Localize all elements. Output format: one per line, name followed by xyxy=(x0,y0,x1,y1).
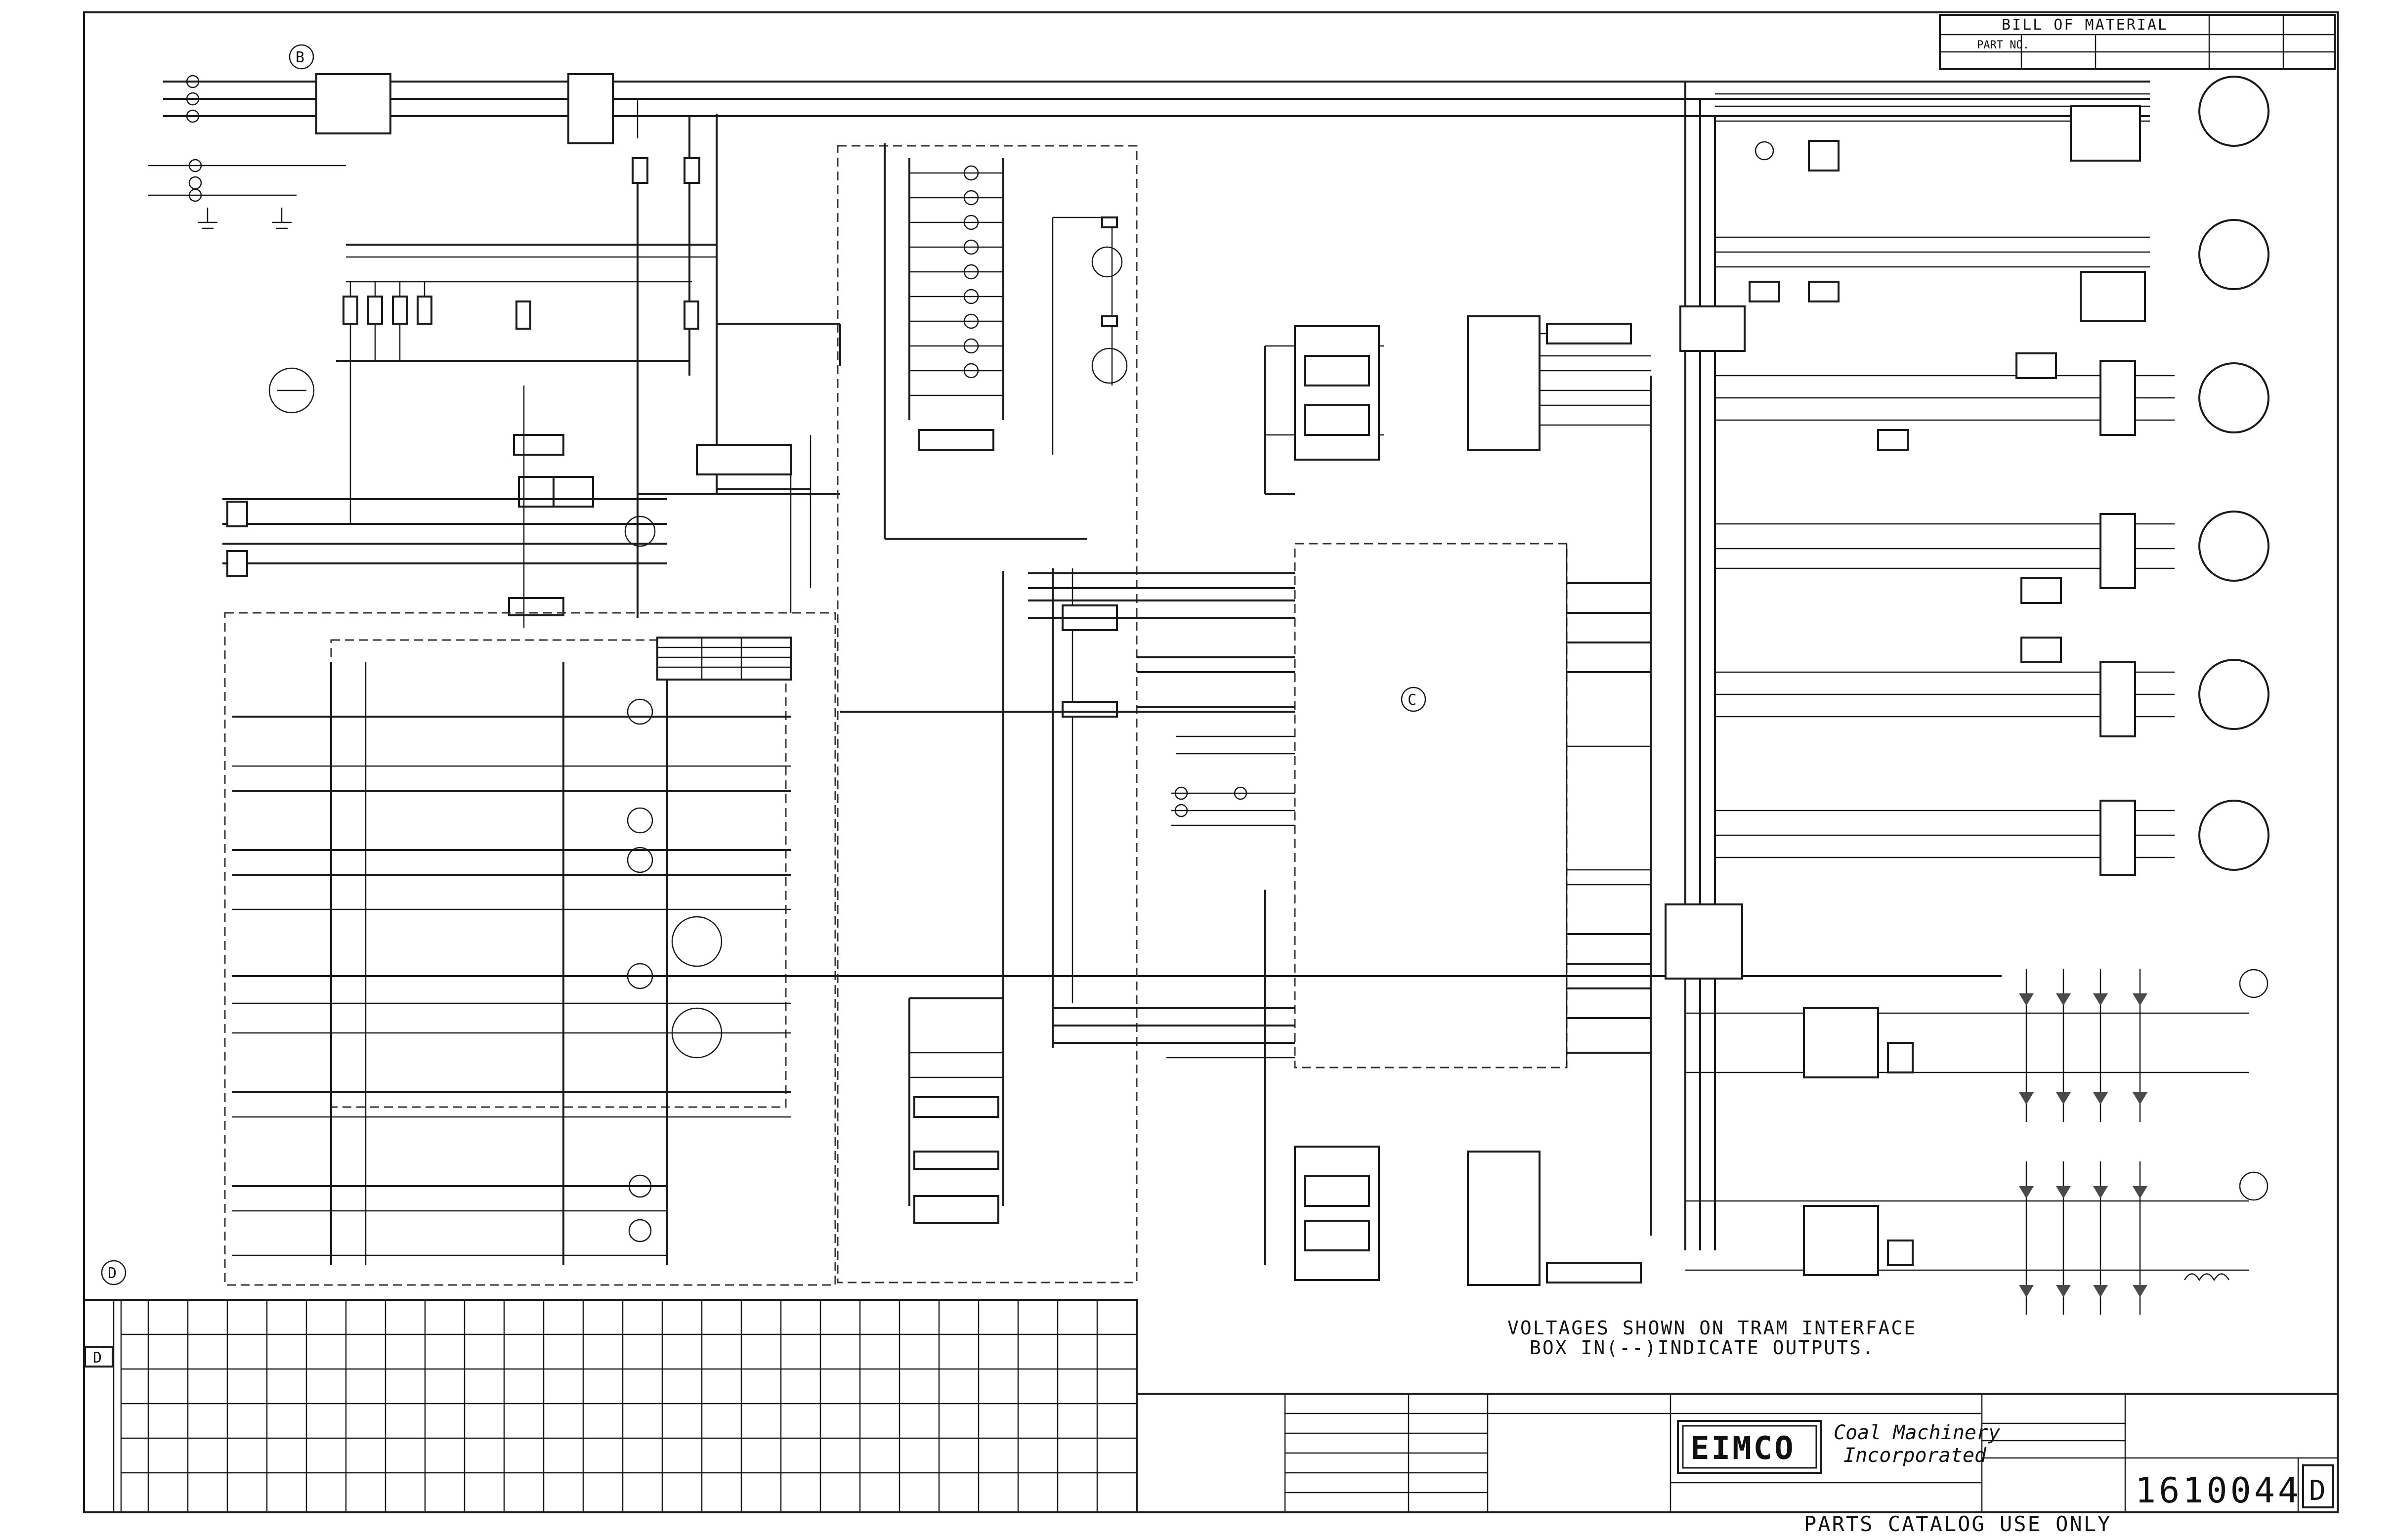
voltage-note-line1: VOLTAGES SHOWN ON TRAM INTERFACE xyxy=(1507,1317,1917,1339)
control-section-top xyxy=(222,99,841,628)
relay-stack xyxy=(884,143,1128,1224)
tram-interface-box xyxy=(1294,543,1568,1069)
title-block: EIMCO Coal Machinery Incorporated 161004… xyxy=(1136,1393,2339,1513)
motor-2 xyxy=(2198,219,2270,290)
marker-b-circle xyxy=(289,44,314,70)
traction-motor-1 xyxy=(2239,969,2269,998)
marker-c-circle xyxy=(1401,686,1426,712)
motor-5 xyxy=(2198,659,2270,730)
main-power-buses xyxy=(148,73,2150,229)
marker-b: B xyxy=(296,49,304,66)
marker-d: D xyxy=(108,1265,117,1282)
revision-table: D xyxy=(83,1299,1138,1513)
bom-title: BILL OF MATERIAL xyxy=(2002,16,2168,34)
motor-4 xyxy=(2198,511,2270,582)
parts-catalog-notice: PARTS CATALOG USE ONLY xyxy=(1804,1512,2111,1536)
eimco-logo: EIMCO xyxy=(1690,1430,1796,1467)
relay-panel-dashed xyxy=(837,145,1138,1283)
control-ladder xyxy=(232,637,2002,1265)
tram-interface-wiring xyxy=(840,315,1652,1286)
company-name-1: Coal Machinery xyxy=(1834,1421,2000,1444)
motor-1 xyxy=(2198,76,2270,147)
bill-of-material: BILL OF MATERIAL PART NO. xyxy=(1939,14,2336,70)
title-block-revision: D xyxy=(2309,1475,2326,1507)
company-name-2: Incorporated xyxy=(1843,1444,1987,1467)
marker-d-circle xyxy=(101,1260,127,1285)
marker-c: C xyxy=(1408,691,1416,709)
motor-feeders xyxy=(1665,76,2270,1315)
voltage-note-line2: BOX IN(--)INDICATE OUTPUTS. xyxy=(1530,1337,1875,1359)
drawing-number: 1610044 xyxy=(2135,1470,2302,1511)
bom-part-no-label: PART NO. xyxy=(1977,39,2029,51)
operator-controller-dashed xyxy=(330,639,787,1108)
motor-3 xyxy=(2198,362,2270,433)
motor-6 xyxy=(2198,800,2270,871)
control-enclosure-dashed xyxy=(224,612,836,1286)
revision-letter: D xyxy=(93,1349,102,1367)
traction-motor-2 xyxy=(2239,1171,2269,1201)
